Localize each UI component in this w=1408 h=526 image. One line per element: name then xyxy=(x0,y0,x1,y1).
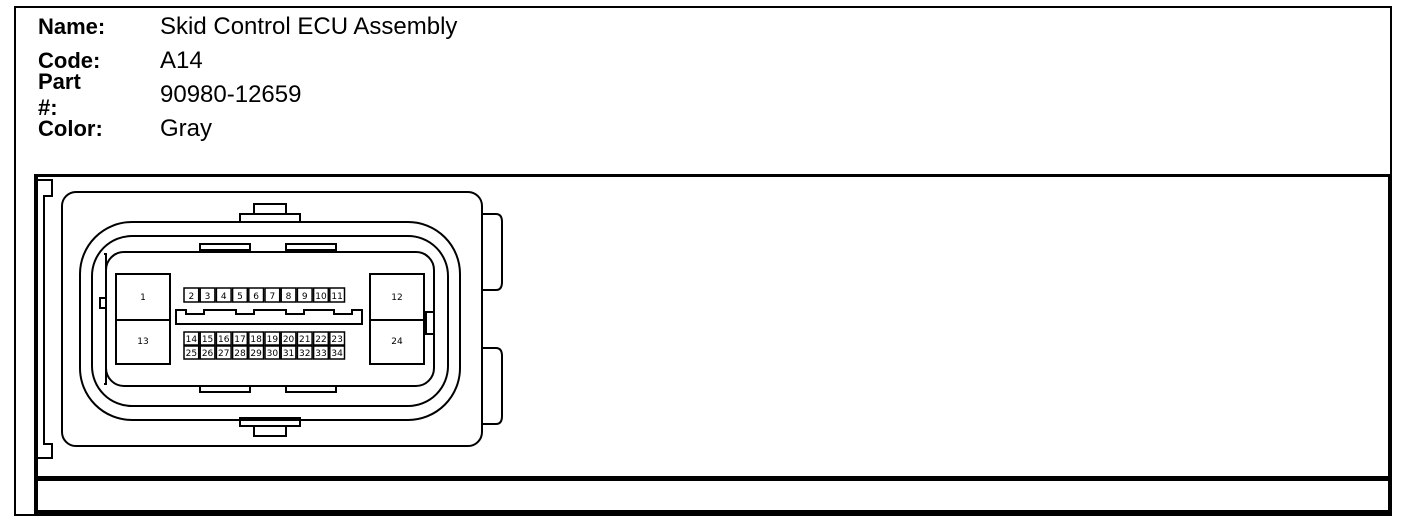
pin-33 xyxy=(312,345,330,360)
left-bracket xyxy=(38,179,53,459)
color-value: Gray xyxy=(160,115,213,142)
pin-6 xyxy=(248,287,265,303)
right-tab-top xyxy=(482,213,503,291)
pin-20 xyxy=(280,331,297,346)
pin-label-29: 29 xyxy=(250,349,262,359)
pin-15 xyxy=(199,331,216,346)
pin-26 xyxy=(199,345,216,360)
pin-23 xyxy=(329,331,346,346)
pin-2 xyxy=(183,287,200,303)
pin-34 xyxy=(329,345,346,360)
large-pin-label-24: 24 xyxy=(391,337,403,347)
bottom-rib-left xyxy=(199,385,251,393)
top-rib-left xyxy=(199,243,251,251)
pin-label-25: 25 xyxy=(186,349,197,359)
right-tab-bottom xyxy=(482,347,503,425)
pin-label-34: 34 xyxy=(331,349,343,359)
left-key xyxy=(99,297,107,309)
part-value: 90980-12659 xyxy=(160,81,302,108)
pin-label-26: 26 xyxy=(202,349,214,359)
pin-18 xyxy=(248,331,265,346)
top-rib-right xyxy=(285,243,337,251)
part-label: Part #: xyxy=(38,69,81,120)
center-key-bar xyxy=(175,309,363,325)
pin-label-6: 6 xyxy=(253,292,259,302)
large-pin-label-13: 13 xyxy=(137,337,148,347)
large-pin-label-1: 1 xyxy=(140,293,146,303)
connector-hood-outer xyxy=(79,221,461,421)
pin-label-28: 28 xyxy=(234,349,246,359)
right-key xyxy=(425,311,435,335)
top-latch-cap xyxy=(253,203,287,215)
top-latch-base xyxy=(239,213,301,223)
pin-label-2: 2 xyxy=(188,292,194,302)
pin-label-9: 9 xyxy=(302,292,308,302)
pin-label-16: 16 xyxy=(218,335,230,345)
pin-21 xyxy=(296,331,313,346)
pin-label-17: 17 xyxy=(234,335,245,345)
pin-31 xyxy=(280,345,297,360)
pin-14 xyxy=(183,331,200,346)
pin-label-20: 20 xyxy=(283,335,295,345)
bottom-latch-cap xyxy=(253,425,287,437)
connector-hood-inner xyxy=(91,235,449,407)
bottom-bar xyxy=(34,478,1392,514)
pin-label-14: 14 xyxy=(186,335,198,345)
pin-22 xyxy=(312,331,330,346)
pin-label-4: 4 xyxy=(221,292,227,302)
pin-30 xyxy=(264,345,281,360)
cavity-24 xyxy=(369,319,425,365)
pin-17 xyxy=(231,331,249,346)
pin-7 xyxy=(264,287,281,303)
pin-label-7: 7 xyxy=(269,292,275,302)
pin-4 xyxy=(215,287,232,303)
pin-label-30: 30 xyxy=(267,349,279,359)
pin-16 xyxy=(215,331,232,346)
pin-label-15: 15 xyxy=(202,335,213,345)
bottom-rib-right xyxy=(285,385,337,393)
pin-27 xyxy=(215,345,232,360)
pin-28 xyxy=(231,345,249,360)
pin-label-8: 8 xyxy=(286,292,292,302)
pin-29 xyxy=(248,345,265,360)
pin-label-11: 11 xyxy=(331,292,342,302)
pin-25 xyxy=(183,345,200,360)
cavity-13 xyxy=(115,319,171,365)
pin-label-32: 32 xyxy=(299,349,310,359)
pin-5 xyxy=(231,287,249,303)
pin-11 xyxy=(329,287,346,303)
code-label: Code: xyxy=(38,48,101,73)
pin-label-3: 3 xyxy=(205,292,211,302)
pin-label-10: 10 xyxy=(315,292,327,302)
large-pin-label-12: 12 xyxy=(391,293,402,303)
color-label: Color: xyxy=(38,116,103,141)
code-value: A14 xyxy=(160,47,203,74)
pin-label-19: 19 xyxy=(267,335,279,345)
pin-label-33: 33 xyxy=(315,349,326,359)
pin-32 xyxy=(296,345,313,360)
pin-label-27: 27 xyxy=(218,349,229,359)
pin-9 xyxy=(296,287,313,303)
pin-label-23: 23 xyxy=(331,335,342,345)
pin-label-5: 5 xyxy=(237,292,243,302)
pin-8 xyxy=(280,287,297,303)
pin-19 xyxy=(264,331,281,346)
pin-10 xyxy=(312,287,330,303)
pin-3 xyxy=(199,287,216,303)
connector-housing xyxy=(61,191,483,447)
pin-label-21: 21 xyxy=(299,335,310,345)
pin-label-18: 18 xyxy=(250,335,262,345)
pin-label-22: 22 xyxy=(315,335,326,345)
name-value: Skid Control ECU Assembly xyxy=(160,13,458,40)
name-label: Name: xyxy=(38,14,106,39)
pin-label-31: 31 xyxy=(283,349,294,359)
